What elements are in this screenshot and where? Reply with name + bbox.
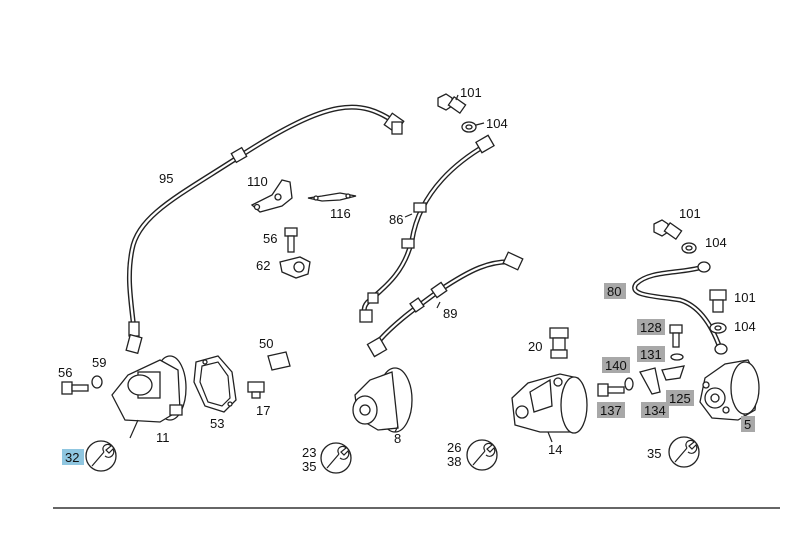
label-50: 50: [259, 336, 273, 351]
pump-14: [511, 373, 588, 434]
wrench-circle-icon: [668, 436, 700, 468]
gasket-53: [193, 355, 237, 413]
fitting-20: [549, 327, 569, 359]
label-137: 137: [600, 403, 622, 418]
label-104: 104: [705, 235, 727, 250]
label-20: 20: [528, 339, 542, 354]
washer-59: [91, 375, 103, 389]
wrench-circle-icon: [85, 440, 117, 472]
label-128: 128: [640, 320, 662, 335]
label-17: 17: [256, 403, 270, 418]
label-104: 104: [734, 319, 756, 334]
label-23: 23: [302, 445, 316, 460]
label-8: 8: [394, 431, 401, 446]
pump-8: [352, 367, 413, 433]
label-134: 134: [644, 403, 666, 418]
pipe-95: [125, 104, 405, 355]
part-50: [267, 351, 291, 371]
bolt-137: [597, 377, 634, 397]
clip-116: [307, 192, 357, 202]
label-116: 116: [330, 206, 351, 221]
label-101: 101: [734, 290, 756, 305]
label-140: 140: [605, 358, 627, 373]
highlight-137: [597, 402, 625, 418]
label-35: 35: [647, 446, 661, 461]
label-11: 11: [156, 430, 170, 445]
banjo-bolt-101-top: [437, 93, 485, 133]
label-56: 56: [263, 231, 277, 246]
bracket-134: [639, 365, 685, 395]
wrench-circle-icon: [466, 439, 498, 471]
label-80: 80: [607, 284, 621, 299]
label-26: 26: [447, 440, 461, 455]
banjo-bolt-101-lower: [709, 289, 727, 334]
wrench-circle-icon: [320, 442, 352, 474]
label-32: 32: [65, 450, 79, 465]
label-56: 56: [58, 365, 72, 380]
highlight-80: [604, 283, 626, 299]
highlight-140: [602, 357, 630, 373]
clamp-62: [279, 256, 311, 279]
label-14: 14: [548, 442, 562, 457]
bolt-56-left: [61, 381, 89, 395]
pipe-80: [632, 261, 728, 355]
pipe-89: [366, 251, 524, 358]
label-89: 89: [443, 306, 457, 321]
banjo-bolt-101-right: [653, 219, 697, 254]
highlight-32: [62, 449, 84, 465]
part-number-labels: 101 104 95 110 116 86 56 62 89 101 104 8…: [58, 85, 756, 474]
label-59: 59: [92, 355, 106, 370]
label-95: 95: [159, 171, 173, 186]
label-131: 131: [640, 347, 662, 362]
bolt-128: [669, 324, 684, 361]
label-101: 101: [460, 85, 482, 100]
highlight-125: [666, 390, 694, 406]
pump-11: [111, 355, 187, 423]
pipe-86: [359, 134, 495, 323]
highlight-134: [641, 402, 669, 418]
label-110: 110: [247, 174, 268, 189]
bolt-56-mid: [284, 227, 298, 253]
highlight-128: [637, 319, 665, 335]
highlight-5: [741, 416, 755, 432]
label-53: 53: [210, 416, 224, 431]
label-5: 5: [744, 417, 751, 432]
label-86: 86: [389, 212, 403, 227]
label-125: 125: [669, 391, 691, 406]
label-104: 104: [486, 116, 508, 131]
label-101: 101: [679, 206, 701, 221]
label-62: 62: [256, 258, 270, 273]
bracket-110: [250, 179, 293, 213]
pump-5: [699, 359, 760, 421]
highlight-131: [637, 346, 665, 362]
fitting-17: [247, 381, 265, 399]
label-38: 38: [447, 454, 461, 469]
label-35: 35: [302, 459, 316, 474]
